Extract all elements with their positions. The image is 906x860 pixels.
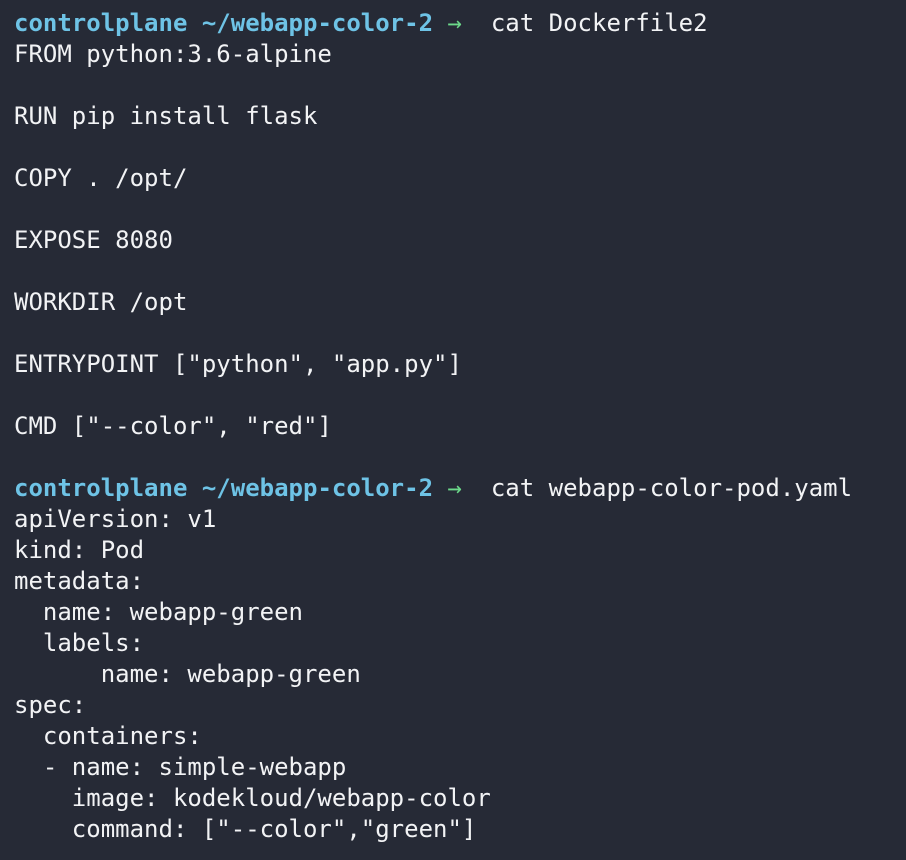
output-line: [14, 318, 906, 349]
prompt-line: controlplane ~/webapp-color-2 → cat weba…: [14, 473, 906, 504]
prompt-line: controlplane ~/webapp-color-2 → cat Dock…: [14, 8, 906, 39]
command-text: cat Dockerfile2: [490, 9, 708, 37]
output-line: [14, 132, 906, 163]
output-line: RUN pip install flask: [14, 102, 318, 130]
output-line: image: kodekloud/webapp-color: [14, 784, 491, 812]
output-line: - name: simple-webapp: [14, 753, 347, 781]
output-line: spec:: [14, 691, 87, 719]
output-line: metadata:: [14, 567, 145, 595]
output-line: kind: Pod: [14, 536, 145, 564]
prompt-arrow-icon: →: [447, 474, 462, 502]
command-text: cat webapp-color-pod.yaml: [490, 474, 853, 502]
output-line: EXPOSE 8080: [14, 226, 173, 254]
output-line: [14, 70, 906, 101]
output-line: CMD ["--color", "red"]: [14, 412, 332, 440]
output-line: ENTRYPOINT ["python", "app.py"]: [14, 350, 462, 378]
prompt-arrow-icon: →: [447, 9, 462, 37]
output-line: [14, 194, 906, 225]
output-line: command: ["--color","green"]: [14, 815, 477, 843]
output-line: name: webapp-green: [14, 660, 361, 688]
prompt-path: ~/webapp-color-2: [201, 9, 434, 37]
prompt-path: ~/webapp-color-2: [201, 474, 434, 502]
output-line: apiVersion: v1: [14, 505, 217, 533]
output-line: COPY . /opt/: [14, 164, 188, 192]
output-line: containers:: [14, 722, 202, 750]
output-line: [14, 256, 906, 287]
output-line: FROM python:3.6-alpine: [14, 40, 332, 68]
output-line: [14, 442, 906, 473]
prompt-host: controlplane: [14, 9, 188, 37]
output-line: [14, 380, 906, 411]
output-line: labels:: [14, 629, 145, 657]
output-line: name: webapp-green: [14, 598, 303, 626]
output-line: WORKDIR /opt: [14, 288, 188, 316]
prompt-host: controlplane: [14, 474, 188, 502]
